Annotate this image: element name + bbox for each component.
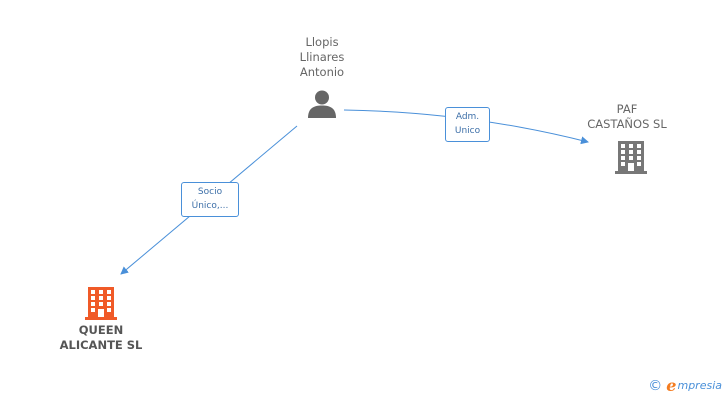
building-icon[interactable] bbox=[85, 284, 117, 320]
person-node-label[interactable]: Llopis Llinares Antonio bbox=[299, 35, 345, 79]
queen-node-label[interactable]: QUEEN ALICANTE SL bbox=[59, 323, 143, 352]
empresia-logo-icon: e bbox=[666, 376, 677, 395]
footer-brand[interactable]: © e mpresia bbox=[648, 376, 722, 395]
edge-socio-label[interactable]: Socio Único,... bbox=[181, 182, 239, 217]
person-icon[interactable] bbox=[306, 89, 338, 119]
edge-adm-label[interactable]: Adm. Unico bbox=[445, 107, 490, 142]
brand-name: mpresia bbox=[677, 379, 722, 392]
building-icon[interactable] bbox=[615, 138, 647, 174]
paf-node-label[interactable]: PAF CASTAÑOS SL bbox=[587, 102, 667, 131]
copyright-symbol: © bbox=[648, 378, 663, 394]
